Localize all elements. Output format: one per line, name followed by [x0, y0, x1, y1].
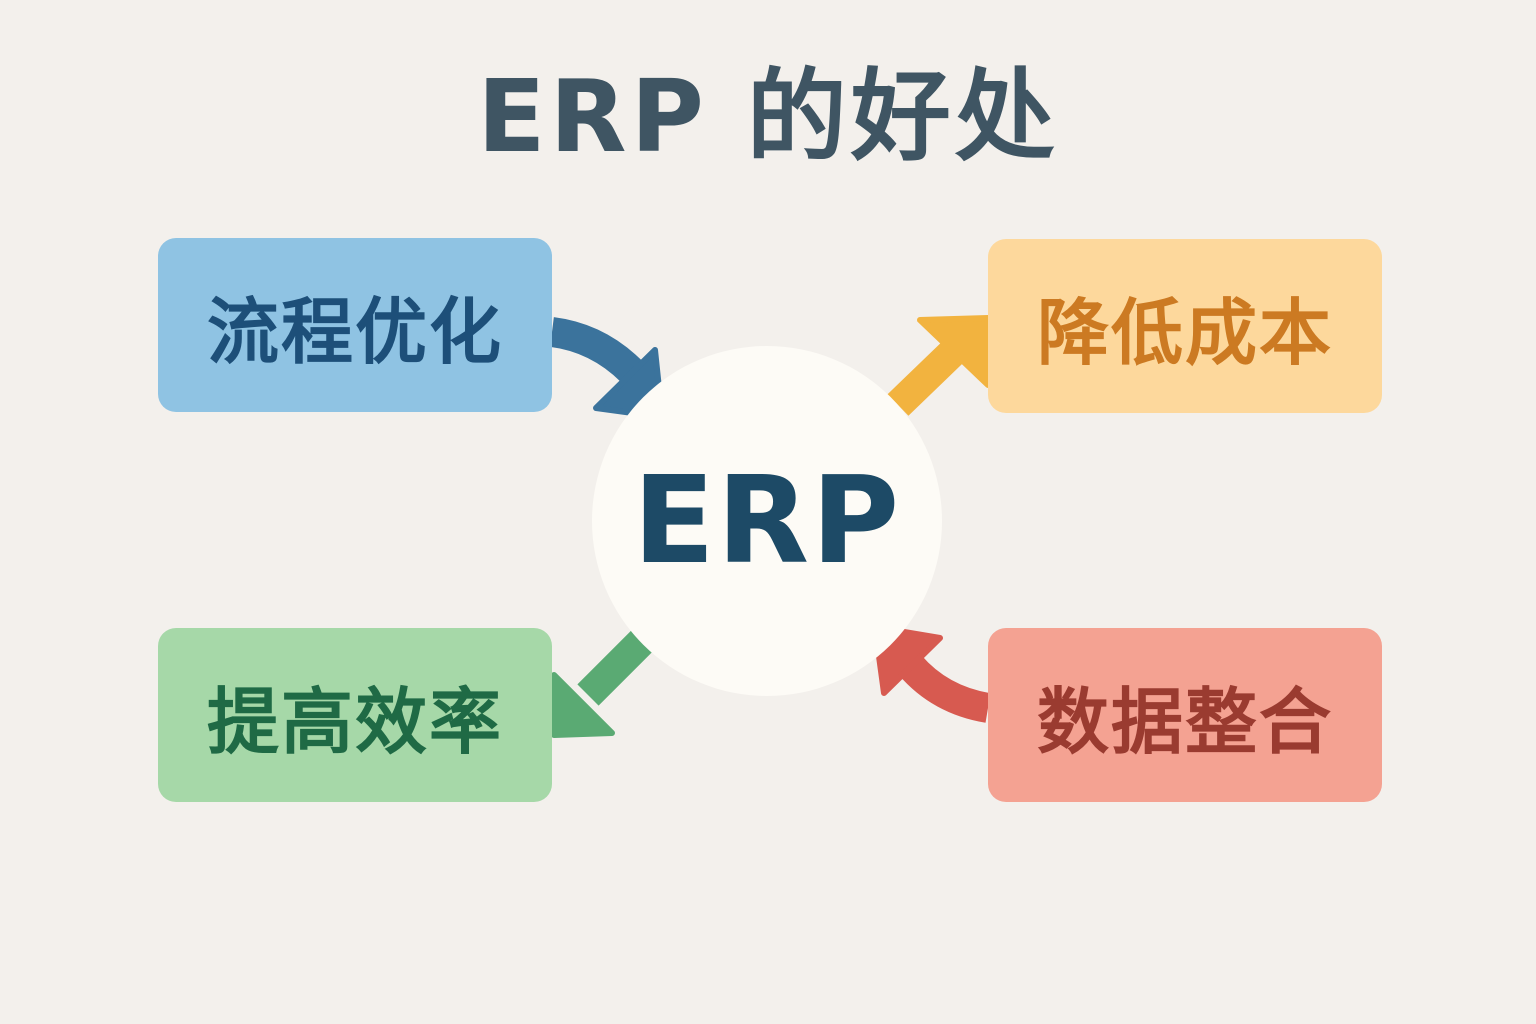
arrow-reduce-cost: [887, 315, 991, 416]
page-title: ERP 的好处: [477, 58, 1059, 175]
benefit-box-improve-efficiency: 提高效率: [158, 628, 552, 802]
arrow-head: [551, 672, 615, 738]
arrow-shaft: [898, 654, 991, 723]
arrow-shaft: [887, 339, 966, 416]
benefit-label: 降低成本: [1036, 290, 1333, 375]
hub-label: ERP: [632, 451, 902, 591]
benefit-label: 流程优化: [206, 289, 503, 374]
arrow-shaft: [577, 627, 656, 706]
erp-hub: ERP: [592, 346, 942, 696]
benefit-box-reduce-cost: 降低成本: [988, 239, 1382, 413]
benefit-label: 提高效率: [206, 679, 503, 764]
arrow-shaft: [549, 317, 646, 386]
arrow-improve-efficiency: [551, 627, 656, 738]
benefit-box-process-optimization: 流程优化: [158, 238, 552, 412]
benefit-label: 数据整合: [1036, 679, 1333, 764]
benefit-box-data-integration: 数据整合: [988, 628, 1382, 802]
